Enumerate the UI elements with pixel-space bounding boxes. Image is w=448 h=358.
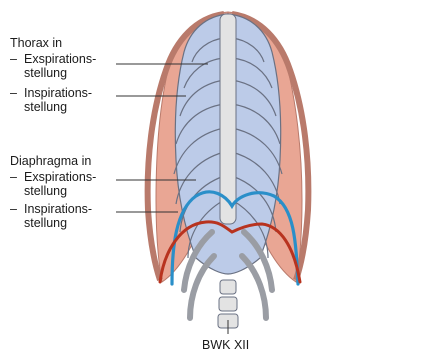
dash-3: – (10, 170, 24, 184)
diaphragm-title: Diaphragma in (10, 154, 91, 168)
vertebra-2 (219, 297, 237, 311)
vertebra-label: BWK XII (202, 338, 249, 352)
dash-2: – (10, 86, 24, 100)
diaphragm-expiration-line1: Exspirations- (24, 170, 96, 184)
diaphragm-inspiration-label: –Inspirations- stellung (10, 202, 92, 230)
diaphragm-inspiration-line2: stellung (24, 216, 67, 230)
diaphragm-expiration-line2: stellung (24, 184, 67, 198)
thorax-inspiration-line2: stellung (24, 100, 67, 114)
diaphragm-inspiration-line1: Inspirations- (24, 202, 92, 216)
thorax-inspiration-label: –Inspirations- stellung (10, 86, 92, 114)
dash-1: – (10, 52, 24, 66)
thorax-title: Thorax in (10, 36, 62, 50)
thorax-expiration-label: –Exspirations- stellung (10, 52, 96, 80)
vertebra-1 (220, 280, 236, 294)
sternum-body (220, 14, 236, 224)
thorax-inspiration-line1: Inspirations- (24, 86, 92, 100)
thorax-expiration-line1: Exspirations- (24, 52, 96, 66)
dash-4: – (10, 202, 24, 216)
diaphragm-expiration-label: –Exspirations- stellung (10, 170, 96, 198)
sternum (220, 14, 236, 224)
thorax-expiration-line2: stellung (24, 66, 67, 80)
